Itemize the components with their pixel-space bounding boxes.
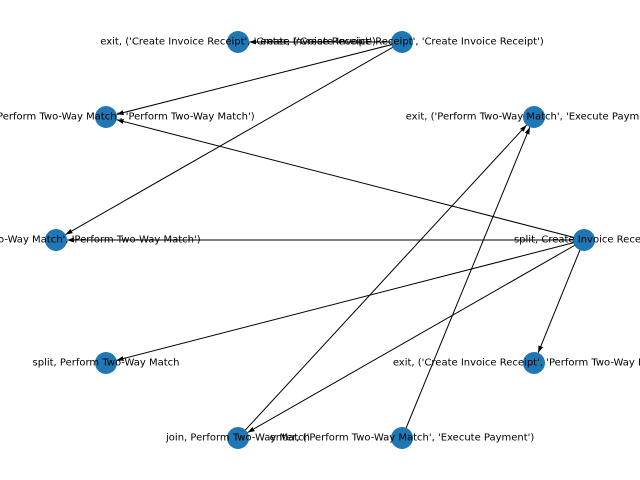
node-label: split, Perform Two-Way Match (33, 358, 180, 369)
graph-node (391, 427, 413, 449)
node-label: join, Perform Two-Way Match (165, 433, 310, 444)
node-layer (45, 31, 595, 449)
graph-node (227, 427, 249, 449)
edge-n6-to-n7 (116, 239, 585, 361)
graph-node (227, 31, 249, 53)
edge-n10-to-n4 (401, 126, 531, 439)
node-label: enter, ('Perform Two-Way Match', 'Execut… (270, 433, 535, 444)
node-label: split, Create Invoice Receipt (514, 235, 640, 246)
edge-n2-to-n3 (116, 41, 403, 115)
node-label: exit, ('Create Invoice Receipt', 'Create… (100, 37, 376, 48)
graph-node (45, 229, 67, 251)
graph-node (95, 352, 117, 374)
graph-node (95, 106, 117, 128)
node-label: exit, ('Perform Two-Way Match', 'Perform… (0, 235, 201, 246)
edge-n6-to-n9 (247, 239, 585, 433)
label-layer: exit, ('Create Invoice Receipt', 'Create… (0, 37, 640, 444)
graph-node (523, 352, 545, 374)
node-label: exit, ('Create Invoice Receipt', 'Perfor… (393, 358, 640, 369)
edge-layer (65, 39, 585, 439)
node-label: enter, ('Perform Two-Way Match', 'Perfor… (0, 112, 255, 123)
graph-node (391, 31, 413, 53)
edge-n6-to-n3 (116, 119, 585, 241)
graph-node (573, 229, 595, 251)
edge-n6-to-n8 (537, 239, 585, 353)
graph-node (523, 106, 545, 128)
edge-n9-to-n4 (237, 124, 527, 439)
edge-n2-to-n5 (65, 41, 403, 235)
node-label: exit, ('Perform Two-Way Match', 'Execute… (406, 112, 640, 123)
node-label: enter, ('Create Invoice Receipt', 'Creat… (260, 37, 544, 48)
